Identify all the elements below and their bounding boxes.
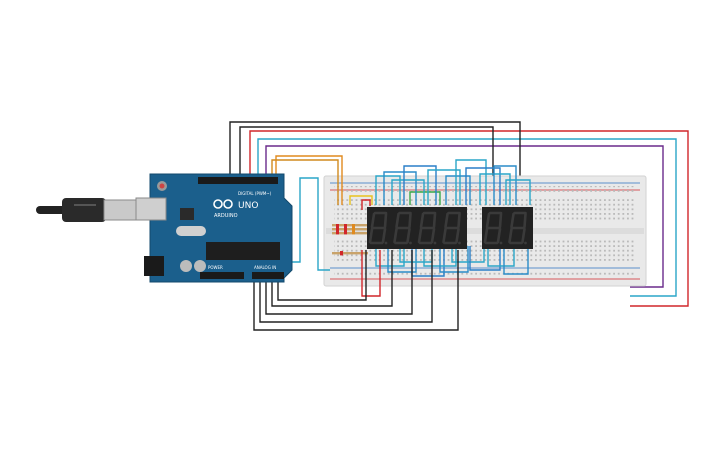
wire-green	[409, 191, 441, 205]
wire-black-top	[229, 121, 521, 205]
display-group-a-digit-1	[368, 211, 388, 245]
board-brand: ARDUINO	[214, 213, 238, 219]
display-group-a-dp-2	[409, 241, 412, 245]
power-label: POWER	[208, 265, 223, 270]
bottom-wires	[253, 177, 459, 331]
display-group-a-digit-4	[442, 211, 461, 245]
digital-header	[198, 177, 278, 184]
wire-purple-long	[265, 145, 664, 288]
wire-yellow	[349, 195, 373, 205]
display-group-a-digit-2	[393, 211, 412, 245]
display-group-b-dp-1	[499, 241, 503, 245]
display-group-b-digit-2	[508, 211, 527, 245]
wire-red-long	[249, 130, 689, 307]
display-group-a-dp-1	[384, 241, 388, 245]
infinity-logo-icon	[213, 199, 233, 209]
power-jack-icon	[144, 256, 164, 276]
wire-black-top2	[239, 126, 494, 205]
long-wires	[229, 121, 689, 307]
usb-cable-icon[interactable]	[36, 198, 137, 222]
display-group-a-digit-3	[417, 211, 437, 245]
usb-port	[135, 197, 167, 221]
resistor-array[interactable]	[332, 224, 368, 256]
analog-label: ANALOG IN	[254, 265, 276, 270]
wire-cyan-long	[257, 138, 677, 297]
display-group-a-dp-3	[433, 241, 437, 245]
breadboard-wires	[271, 155, 531, 297]
display-group-b-dp-2	[524, 241, 527, 245]
wire-orange	[275, 155, 343, 205]
digital-label: DIGITAL (PWM~)	[238, 191, 272, 196]
display-group-a-dp-4	[458, 241, 461, 245]
board-model: UNO	[238, 201, 258, 211]
display-group-b-digit-1	[483, 211, 503, 245]
arduino-uno-board[interactable]: ARDUINO UNO DIGITAL (PWM~) POWER ANALOG …	[135, 173, 293, 283]
power-header	[200, 272, 244, 279]
microcontroller-chip	[206, 242, 280, 260]
analog-header	[252, 272, 284, 279]
wire-orange-2	[271, 159, 339, 205]
seven-segment-displays[interactable]	[367, 207, 533, 249]
